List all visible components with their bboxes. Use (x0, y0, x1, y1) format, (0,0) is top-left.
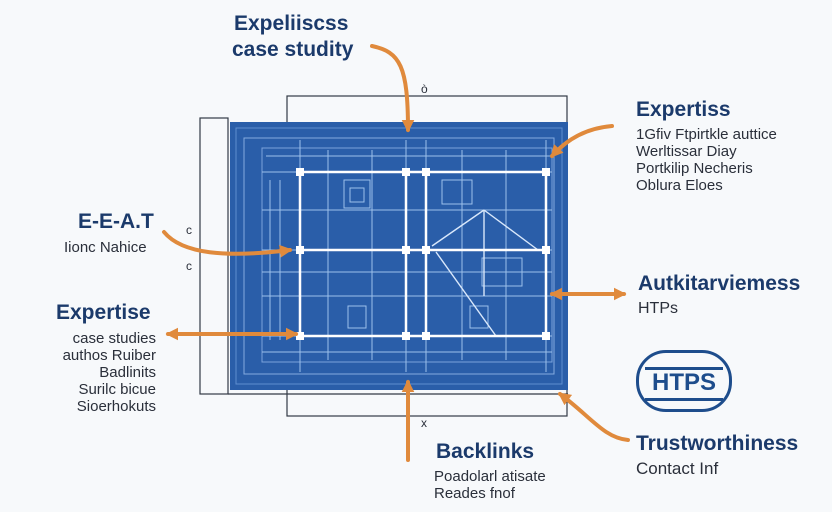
left-mark: c (186, 259, 192, 273)
https-badge-text: HTPS (651, 369, 716, 396)
left-bottom-line: Surilc bicue (78, 381, 156, 398)
bottom-center-line: Poadolarl atisate (434, 468, 546, 485)
https-badge: HTPS (636, 350, 732, 412)
left-mark: c (186, 223, 192, 237)
arrow-left-top (162, 230, 293, 258)
right-top-line: Portkilip Necheris (636, 160, 753, 177)
right-top-line: 1Gfiv Ftpirtkle auttice (636, 126, 777, 143)
left-bottom-line: case studies (72, 330, 156, 347)
left-bottom-line: Badlinits (99, 364, 156, 381)
top-center-title-line2: case studity (232, 38, 354, 61)
right-bottom-title: Trustworthiness (636, 432, 799, 455)
right-bottom-subtitle: Contact Inf (636, 459, 719, 478)
left-bottom-line: Sioerhokuts (76, 398, 156, 415)
right-middle-subtitle: HTPs (638, 300, 678, 317)
right-top-line: Oblura Eloes (636, 177, 723, 194)
arrow-right-top (550, 124, 614, 158)
arrows (162, 44, 630, 462)
left-bottom-line: authos Ruiber (62, 347, 156, 364)
top-marker: ò (421, 82, 428, 96)
frame-nodes (296, 168, 550, 340)
bottom-center-line: Reades fnof (434, 485, 515, 502)
bottom-center-title: Backlinks (436, 440, 535, 463)
right-middle-title: Autkitarviemess (638, 272, 801, 295)
left-bottom-title: Expertise (56, 301, 151, 324)
https-badge-band (645, 367, 723, 401)
arrow-right-bottom (557, 392, 630, 442)
left-top-subtitle: Iionc Nahice (64, 239, 147, 256)
left-top-title: E-E-A.T (78, 210, 154, 233)
right-top-line: Werltissar Diay (636, 143, 737, 160)
left-bottom-lines: case studies authos Ruiber Badlinits Sur… (46, 330, 156, 415)
right-top-lines: 1Gfiv Ftpirtkle auttice Werltissar Diay … (636, 126, 777, 194)
top-center-title-line1: Expeliiscss (234, 12, 349, 35)
bottom-marker: x (421, 416, 427, 430)
arrow-top (370, 44, 415, 133)
blueprint-panel (230, 122, 568, 390)
roof-lines (431, 209, 539, 337)
bottom-center-lines: Poadolarl atisate Reades fnof (434, 468, 546, 502)
right-top-title: Expertiss (636, 98, 731, 121)
